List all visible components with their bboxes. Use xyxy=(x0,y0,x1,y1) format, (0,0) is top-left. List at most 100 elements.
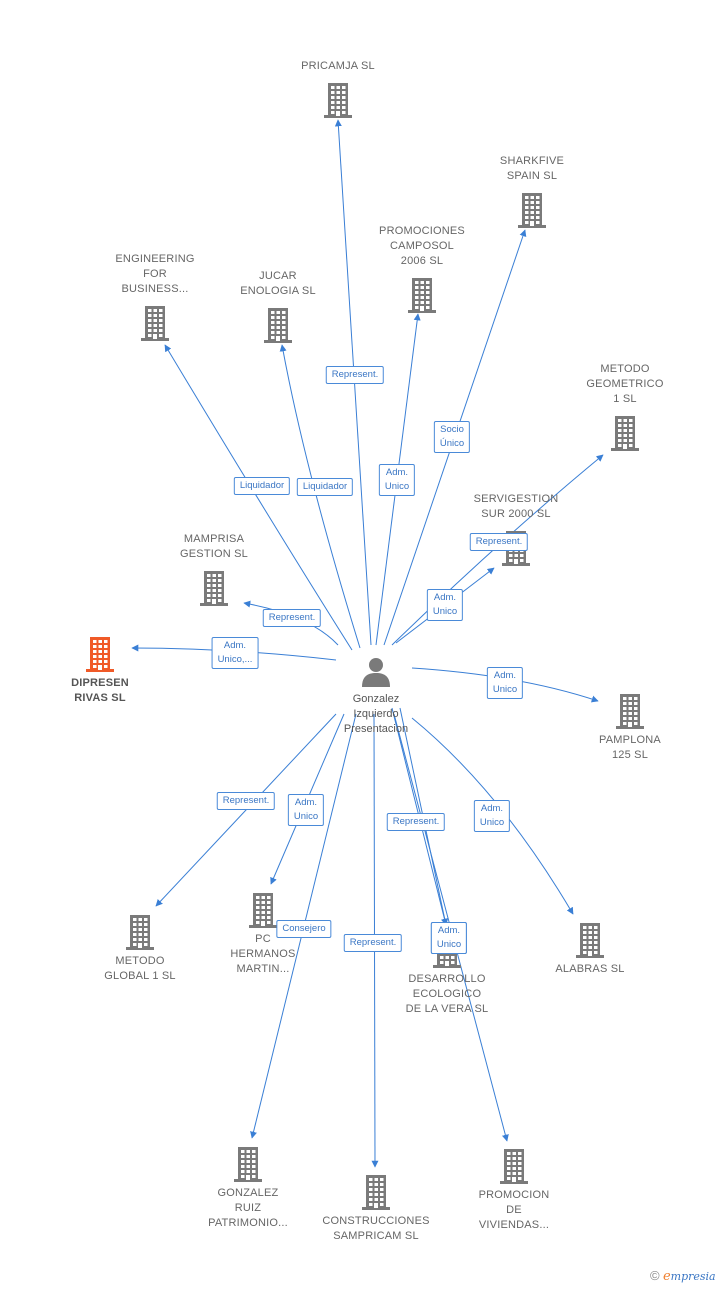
company-name-line: PC xyxy=(255,933,271,945)
relation-label-pc-hermanos[interactable]: Adm. Unico xyxy=(287,794,325,826)
center-person-name: Gonzalez Izquierdo Presentacion xyxy=(306,692,446,737)
relation-label-line: Adm. xyxy=(493,670,517,681)
relation-label-line: Liquidador xyxy=(302,481,348,492)
center-name-line-2: Izquierdo xyxy=(353,708,399,720)
company-name-line: DE LA VERA SL xyxy=(405,1003,489,1015)
relation-label-mamprisa[interactable]: Represent. xyxy=(262,609,322,627)
relation-label-line: Unico,... xyxy=(217,654,253,665)
building-icon xyxy=(362,1175,390,1210)
relation-label-metodo-geometrico[interactable]: Adm. Unico xyxy=(426,589,464,621)
relation-label-promociones-camposol[interactable]: Adm. Unico xyxy=(378,464,416,496)
company-name-line: 1 SL xyxy=(613,393,637,405)
relation-label-line: Consejero xyxy=(282,923,326,934)
building-icon xyxy=(324,83,352,118)
company-name-line: ENOLOGIA SL xyxy=(240,285,316,297)
relation-label-line: Unico xyxy=(479,817,505,828)
company-name: PROMOCIONES CAMPOSOL 2006 SL xyxy=(352,224,492,269)
relation-label-construcciones[interactable]: Represent. xyxy=(343,934,403,952)
company-name-line: 125 SL xyxy=(611,749,649,761)
building-icon xyxy=(408,278,436,313)
relation-label-alabras[interactable]: Adm. Unico xyxy=(473,800,511,832)
company-name: PRICAMJA SL xyxy=(268,59,408,74)
building-icon xyxy=(141,306,169,341)
relation-label-line: Represent. xyxy=(392,816,440,827)
company-name: PC HERMANOS MARTIN... xyxy=(193,932,333,977)
relation-label-line: Adm. xyxy=(385,467,409,478)
building-icon xyxy=(86,637,114,672)
company-name-line: 2006 SL xyxy=(400,255,444,267)
company-name-line: PROMOCIONES xyxy=(379,225,465,237)
company-name-line: HERMANOS xyxy=(230,948,296,960)
relation-label-line: Adm. xyxy=(437,925,461,936)
relation-label-line: Unico xyxy=(436,939,462,950)
company-name-line: DIPRESEN xyxy=(71,677,129,689)
company-name-line: SERVIGESTION xyxy=(473,493,559,505)
footer-brand[interactable]: © empresia xyxy=(650,1268,716,1284)
relation-label-line: Unico xyxy=(432,606,458,617)
relation-label-line: Único xyxy=(439,438,465,449)
company-name: JUCAR ENOLOGIA SL xyxy=(208,269,348,299)
company-name-line: CAMPOSOL xyxy=(390,240,454,252)
company-name-line: DESARROLLO xyxy=(408,973,486,985)
company-name: PAMPLONA 125 SL xyxy=(560,733,700,763)
building-icon xyxy=(264,308,292,343)
relation-edge-jucar xyxy=(279,344,361,649)
relation-label-line: Unico xyxy=(384,481,410,492)
building-icon xyxy=(234,1147,262,1182)
brand-logo-initial: e xyxy=(662,1269,671,1284)
building-icon xyxy=(611,416,639,451)
relation-label-line: Represent. xyxy=(349,937,397,948)
company-name: SHARKFIVE SPAIN SL xyxy=(462,154,602,184)
relation-label-engineering[interactable]: Liquidador xyxy=(233,477,291,495)
center-name-line-3: Presentacion xyxy=(343,723,409,735)
company-name: SERVIGESTION SUR 2000 SL xyxy=(446,492,586,522)
relation-label-desarrollo[interactable]: Represent. xyxy=(386,813,446,831)
company-name-line: CONSTRUCCIONES xyxy=(322,1215,430,1227)
company-name-line: PAMPLONA xyxy=(599,734,661,746)
relation-label-pamplona[interactable]: Adm. Unico xyxy=(486,667,524,699)
company-name-line: ENGINEERING xyxy=(115,253,195,265)
company-name-line: GEOMETRICO xyxy=(586,378,664,390)
company-name-line: MARTIN... xyxy=(236,963,290,975)
relation-label-metodo-global[interactable]: Represent. xyxy=(216,792,276,810)
relation-label-dipresen[interactable]: Adm.Unico,... xyxy=(211,637,259,669)
company-name: DESARROLLO ECOLOGICO DE LA VERA SL xyxy=(377,972,517,1017)
company-name-line: DE xyxy=(506,1204,522,1216)
company-name: CONSTRUCCIONES SAMPRICAM SL xyxy=(306,1214,446,1244)
relation-label-line: Unico xyxy=(293,811,319,822)
company-name-line: JUCAR xyxy=(259,270,297,282)
relation-label-line: Represent. xyxy=(222,795,270,806)
person-icon xyxy=(362,658,390,687)
company-name-line: GESTION SL xyxy=(179,548,249,560)
relation-label-line: Adm. xyxy=(294,797,318,808)
company-name-line: MAMPRISA xyxy=(183,533,245,545)
relation-label-jucar[interactable]: Liquidador xyxy=(296,478,354,496)
company-name-line: SPAIN SL xyxy=(506,170,558,182)
relation-label-line: Socio xyxy=(440,424,464,435)
company-name-line: PRICAMJA SL xyxy=(301,60,375,72)
center-name-line-1: Gonzalez xyxy=(352,693,400,705)
relation-label-line: Adm. xyxy=(433,592,457,603)
relation-label-gonzalez-ruiz[interactable]: Consejero xyxy=(276,920,332,938)
relation-label-line: Unico xyxy=(492,684,518,695)
company-name: MAMPRISA GESTION SL xyxy=(144,532,284,562)
relation-label-servigestion[interactable]: Represent. xyxy=(469,533,529,551)
company-name-line: SHARKFIVE xyxy=(499,155,565,167)
company-name-line: VIVIENDAS... xyxy=(478,1219,550,1231)
relation-label-promocion-viviendas[interactable]: Adm. Unico xyxy=(430,922,468,954)
company-name-line: SAMPRICAM SL xyxy=(333,1230,419,1242)
building-icon xyxy=(518,193,546,228)
company-name-line: SUR 2000 SL xyxy=(481,508,551,520)
company-name-line: GLOBAL 1 SL xyxy=(104,970,176,982)
company-name-line: ECOLOGICO xyxy=(412,988,482,1000)
relation-label-pricamja[interactable]: Represent. xyxy=(325,366,385,384)
brand-logo-text: mpresia xyxy=(670,1270,716,1283)
relation-label-line: Adm. xyxy=(480,803,504,814)
company-name-line: RUIZ xyxy=(234,1202,262,1214)
copyright-symbol: © xyxy=(650,1268,660,1283)
relation-label-line: Represent. xyxy=(268,612,316,623)
